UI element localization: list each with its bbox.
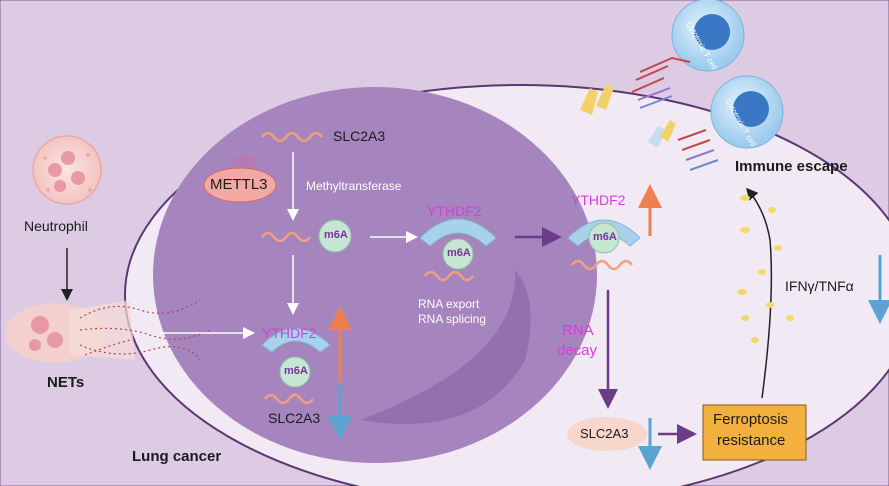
slc2a3-protein-label: SLC2A3 [580, 426, 629, 441]
nucleus-shadow [360, 270, 531, 424]
m6a-mark [318, 219, 352, 253]
m6a-label: m6A [447, 247, 471, 259]
slc2a3-rna-strand [261, 131, 323, 143]
rna-splicing-label: RNA splicing [418, 312, 487, 326]
ythdf2-complex-lower [261, 328, 331, 405]
rna-decay-label-1: RNA [562, 322, 594, 339]
neutrophil-label: Neutrophil [24, 218, 88, 234]
immune-escape-arrow [746, 187, 773, 399]
ifn-tnf-label: IFNγ/TNFα [785, 278, 854, 294]
methyltransferase-label: Methyltransferase [306, 179, 402, 193]
cytotoxic-t-cell-icon [710, 75, 784, 149]
slc2a3-nucleus-label: SLC2A3 [268, 410, 321, 426]
nets-icon [5, 299, 211, 363]
mhc-ligands [580, 84, 676, 148]
cytotoxic-t-cell-icon [671, 0, 745, 72]
mettl3-enzyme [203, 154, 277, 203]
ythdf2-label-nucleus: YTHDF2 [427, 203, 482, 219]
ythdf2-complex-nucleus [419, 218, 497, 282]
slc2a3-protein [567, 417, 647, 451]
m6a-label: m6A [593, 231, 617, 243]
ythdf2-complex-cytoplasm [567, 219, 641, 271]
lung-cancer-label: Lung cancer [132, 448, 222, 465]
neutrophil-icon [32, 135, 102, 205]
ferroptosis-label-2: resistance [717, 432, 786, 449]
cytokine-particles [737, 195, 794, 343]
m6a-label: m6A [284, 365, 308, 377]
mettl3-label: METTL3 [210, 176, 268, 193]
rna-export-label: RNA export [418, 297, 480, 311]
ferroptosis-label-1: Ferroptosis [713, 411, 789, 428]
nets-label: NETs [47, 374, 85, 391]
ythdf2-label-lower: YTHDF2 [262, 325, 317, 341]
ferroptosis-resistance-box [702, 404, 807, 461]
rna-decay-label-2: decay [557, 342, 598, 359]
methylated-rna-strand [261, 231, 311, 243]
ythdf2-label-cytoplasm: YTHDF2 [571, 192, 626, 208]
tcr-receptors [631, 56, 719, 171]
immune-escape-label: Immune escape [735, 158, 848, 175]
m6a-label: m6A [324, 229, 348, 241]
slc2a3-gene-label: SLC2A3 [333, 128, 386, 144]
